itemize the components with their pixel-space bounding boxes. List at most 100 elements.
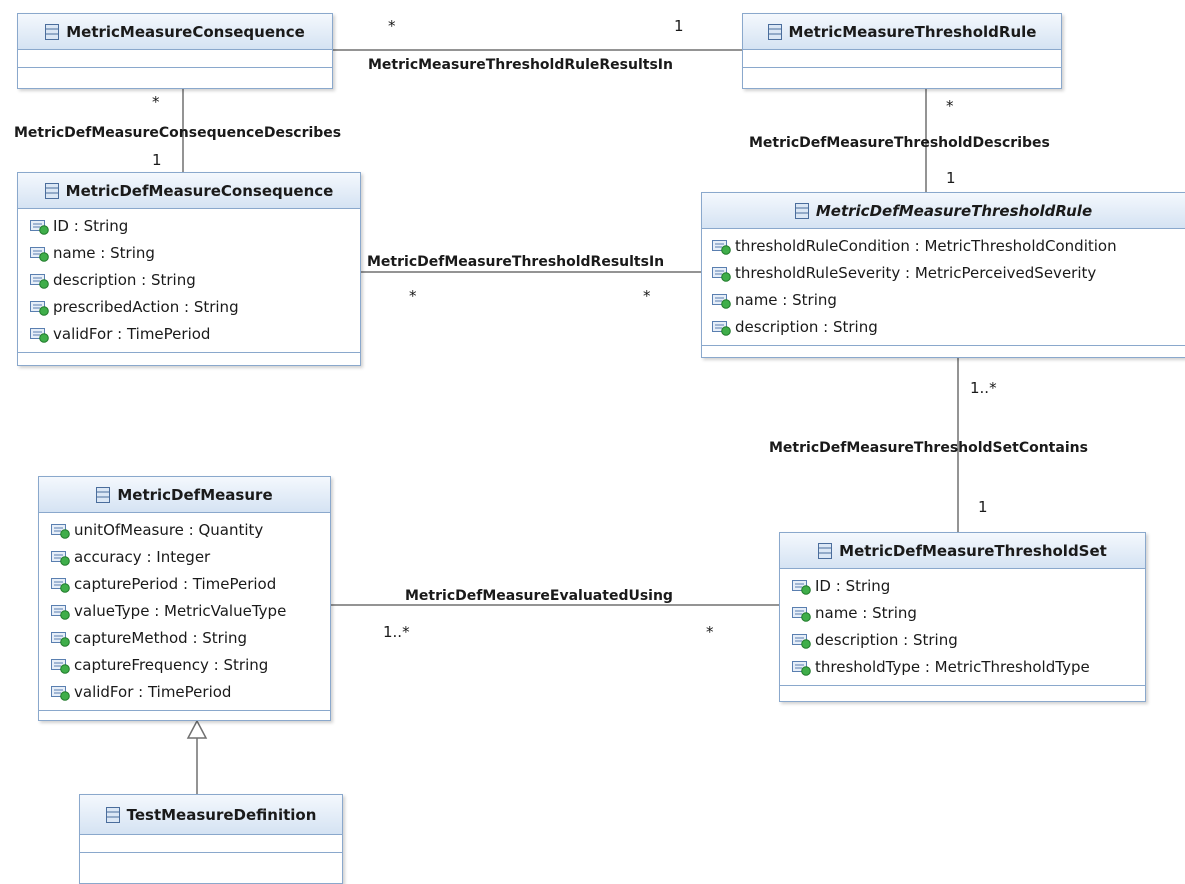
- attribute-row[interactable]: thresholdRuleSeverity : MetricPerceivedS…: [712, 260, 1185, 287]
- attribute-text: ID : String: [815, 577, 891, 595]
- attribute-text: ID : String: [53, 217, 129, 235]
- attribute-compartment: unitOfMeasure : Quantity accuracy : Inte…: [39, 513, 330, 710]
- attribute-icon: [51, 631, 71, 647]
- attribute-icon: [51, 523, 71, 539]
- class-metric-def-measure-threshold-set[interactable]: MetricDefMeasureThresholdSet ID : String…: [779, 532, 1146, 702]
- attribute-row[interactable]: ID : String: [30, 213, 360, 240]
- class-metric-measure-consequence[interactable]: MetricMeasureConsequence: [17, 13, 333, 89]
- class-header: MetricDefMeasureThresholdSet: [780, 533, 1145, 569]
- class-header: MetricDefMeasureThresholdRule: [702, 193, 1185, 229]
- class-icon: [768, 24, 782, 40]
- attribute-text: validFor : TimePeriod: [74, 683, 232, 701]
- attribute-row[interactable]: description : String: [30, 267, 360, 294]
- attribute-compartment: thresholdRuleCondition : MetricThreshold…: [702, 229, 1185, 345]
- attribute-text: name : String: [815, 604, 917, 622]
- attribute-text: thresholdRuleCondition : MetricThreshold…: [735, 237, 1117, 255]
- class-metric-def-measure-threshold-rule[interactable]: MetricDefMeasureThresholdRule thresholdR…: [701, 192, 1185, 358]
- class-header: TestMeasureDefinition: [80, 795, 342, 835]
- multiplicity-label: *: [643, 287, 651, 305]
- attribute-compartment: [18, 50, 332, 68]
- attribute-row[interactable]: name : String: [792, 600, 1145, 627]
- class-icon: [45, 24, 59, 40]
- class-header: MetricDefMeasure: [39, 477, 330, 513]
- operation-compartment: [702, 345, 1185, 365]
- attribute-icon: [712, 293, 732, 309]
- class-name: TestMeasureDefinition: [126, 805, 317, 824]
- attribute-row[interactable]: unitOfMeasure : Quantity: [51, 517, 330, 544]
- attribute-row[interactable]: accuracy : Integer: [51, 544, 330, 571]
- attribute-icon: [30, 246, 50, 262]
- association-label-threshold-set-contains: MetricDefMeasureThresholdSetContains: [769, 440, 1088, 456]
- attribute-row[interactable]: validFor : TimePeriod: [30, 321, 360, 348]
- attribute-text: name : String: [53, 244, 155, 262]
- generalization-arrowhead: [186, 719, 208, 739]
- attribute-row[interactable]: thresholdType : MetricThresholdType: [792, 654, 1145, 681]
- class-icon: [45, 183, 59, 199]
- attribute-row[interactable]: capturePeriod : TimePeriod: [51, 571, 330, 598]
- attribute-row[interactable]: prescribedAction : String: [30, 294, 360, 321]
- attribute-compartment: [80, 835, 342, 853]
- attribute-icon: [51, 604, 71, 620]
- attribute-icon: [792, 606, 812, 622]
- attribute-icon: [51, 658, 71, 674]
- multiplicity-label: *: [388, 17, 396, 35]
- attribute-text: valueType : MetricValueType: [74, 602, 287, 620]
- class-name: MetricMeasureConsequence: [66, 22, 305, 41]
- class-metric-def-measure[interactable]: MetricDefMeasure unitOfMeasure : Quantit…: [38, 476, 331, 721]
- attribute-text: captureFrequency : String: [74, 656, 269, 674]
- attribute-text: description : String: [815, 631, 958, 649]
- attribute-row[interactable]: valueType : MetricValueType: [51, 598, 330, 625]
- multiplicity-label: *: [409, 287, 417, 305]
- class-name: MetricMeasureThresholdRule: [788, 22, 1037, 41]
- attribute-row[interactable]: thresholdRuleCondition : MetricThreshold…: [712, 233, 1185, 260]
- attribute-icon: [712, 239, 732, 255]
- class-icon: [795, 203, 809, 219]
- multiplicity-label: *: [706, 623, 714, 641]
- attribute-row[interactable]: name : String: [712, 287, 1185, 314]
- class-metric-measure-threshold-rule[interactable]: MetricMeasureThresholdRule: [742, 13, 1062, 89]
- attribute-row[interactable]: captureMethod : String: [51, 625, 330, 652]
- attribute-icon: [712, 320, 732, 336]
- attribute-text: name : String: [735, 291, 837, 309]
- class-name: MetricDefMeasureThresholdRule: [815, 201, 1093, 220]
- association-label-threshold-rule-results-in: MetricMeasureThresholdRuleResultsIn: [368, 57, 673, 73]
- class-header: MetricDefMeasureConsequence: [18, 173, 360, 209]
- attribute-row[interactable]: name : String: [30, 240, 360, 267]
- class-icon: [818, 543, 832, 559]
- attribute-text: description : String: [53, 271, 196, 289]
- attribute-row[interactable]: validFor : TimePeriod: [51, 679, 330, 706]
- class-name: MetricDefMeasure: [117, 485, 273, 504]
- attribute-row[interactable]: captureFrequency : String: [51, 652, 330, 679]
- association-label-threshold-describes: MetricDefMeasureThresholdDescribes: [749, 135, 1050, 151]
- attribute-text: validFor : TimePeriod: [53, 325, 211, 343]
- attribute-text: thresholdType : MetricThresholdType: [815, 658, 1090, 676]
- class-metric-def-measure-consequence[interactable]: MetricDefMeasureConsequence ID : String …: [17, 172, 361, 366]
- operation-compartment: [39, 710, 330, 730]
- attribute-compartment: [743, 50, 1061, 68]
- attribute-text: accuracy : Integer: [74, 548, 211, 566]
- attribute-icon: [51, 550, 71, 566]
- attribute-row[interactable]: description : String: [792, 627, 1145, 654]
- attribute-icon: [792, 579, 812, 595]
- attribute-icon: [712, 266, 732, 282]
- multiplicity-label: 1: [674, 17, 684, 35]
- attribute-text: thresholdRuleSeverity : MetricPerceivedS…: [735, 264, 1097, 282]
- attribute-row[interactable]: ID : String: [792, 573, 1145, 600]
- association-label-evaluated-using: MetricDefMeasureEvaluatedUsing: [405, 588, 673, 604]
- operation-compartment: [18, 68, 332, 88]
- class-icon: [106, 807, 120, 823]
- multiplicity-label: 1: [946, 169, 956, 187]
- class-header: MetricMeasureThresholdRule: [743, 14, 1061, 50]
- multiplicity-label: 1..*: [383, 623, 410, 641]
- attribute-icon: [30, 300, 50, 316]
- attribute-icon: [51, 685, 71, 701]
- association-label-threshold-results-in: MetricDefMeasureThresholdResultsIn: [367, 254, 665, 270]
- attribute-text: description : String: [735, 318, 878, 336]
- attribute-row[interactable]: description : String: [712, 314, 1185, 341]
- multiplicity-label: *: [152, 93, 160, 111]
- attribute-icon: [792, 633, 812, 649]
- multiplicity-label: 1..*: [970, 379, 997, 397]
- attribute-icon: [30, 273, 50, 289]
- class-test-measure-definition[interactable]: TestMeasureDefinition: [79, 794, 343, 884]
